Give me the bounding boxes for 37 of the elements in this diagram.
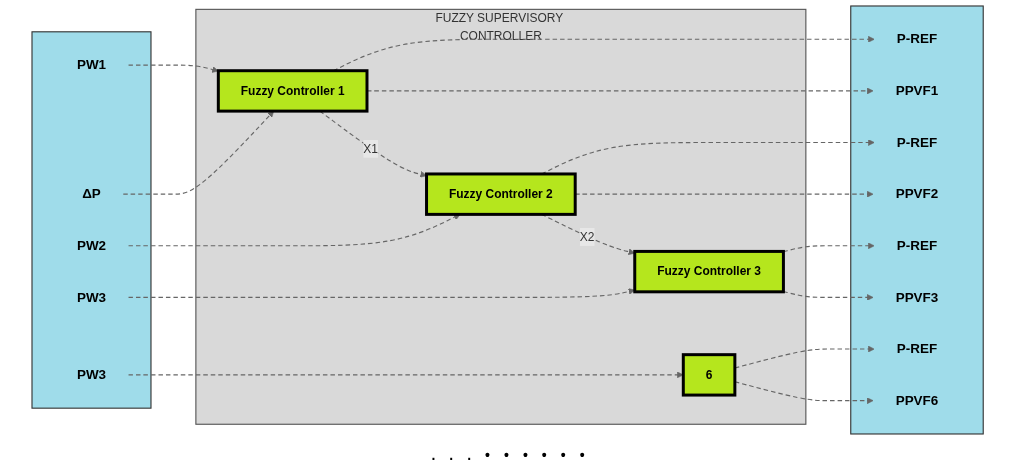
node-text: PW2 bbox=[77, 237, 107, 253]
ellipsis-dot: • bbox=[485, 447, 490, 463]
node-text: PW1 bbox=[77, 57, 107, 73]
node-box: Fuzzy Controller 2 bbox=[425, 172, 578, 216]
cluster bbox=[850, 5, 985, 435]
node-text: ΔP bbox=[82, 186, 102, 202]
edge-label: X2 bbox=[580, 230, 595, 243]
arrow bbox=[128, 288, 636, 298]
arrow bbox=[575, 190, 874, 198]
node-text: P-REF bbox=[897, 134, 938, 150]
edge-label: X1 bbox=[363, 142, 379, 155]
node-box: 6 bbox=[682, 353, 737, 397]
cluster bbox=[31, 31, 152, 409]
node-text: P-REF bbox=[897, 237, 938, 253]
ellipsis-dot: • bbox=[579, 447, 585, 463]
node-text: P-REF bbox=[897, 31, 938, 47]
node-text: PPVF1 bbox=[896, 83, 939, 99]
node-box: Fuzzy Controller 1 bbox=[217, 69, 369, 113]
node-box: Fuzzy Controller 3 bbox=[633, 249, 786, 294]
node-text: PPVF3 bbox=[896, 289, 939, 305]
node-text: PW3 bbox=[77, 367, 107, 382]
node-text: PPVF6 bbox=[896, 392, 939, 408]
node-text: PPVF2 bbox=[896, 186, 939, 202]
arrow bbox=[783, 290, 874, 301]
ellipsis-dot: . bbox=[467, 447, 472, 463]
arrow bbox=[128, 214, 461, 247]
ellipsis-dot: • bbox=[504, 447, 509, 463]
arrow bbox=[128, 371, 684, 379]
ellipsis-dot: . bbox=[449, 447, 454, 463]
ellipsis-dot: • bbox=[522, 447, 528, 463]
ellipsis-dot: • bbox=[560, 447, 566, 463]
ellipsis-dot: • bbox=[541, 447, 547, 463]
ellipsis-dot: . bbox=[431, 447, 436, 463]
node-text: P-REF bbox=[897, 341, 938, 357]
node-text: PW3 bbox=[77, 289, 107, 305]
arrow bbox=[128, 64, 219, 73]
arrow bbox=[783, 242, 876, 253]
